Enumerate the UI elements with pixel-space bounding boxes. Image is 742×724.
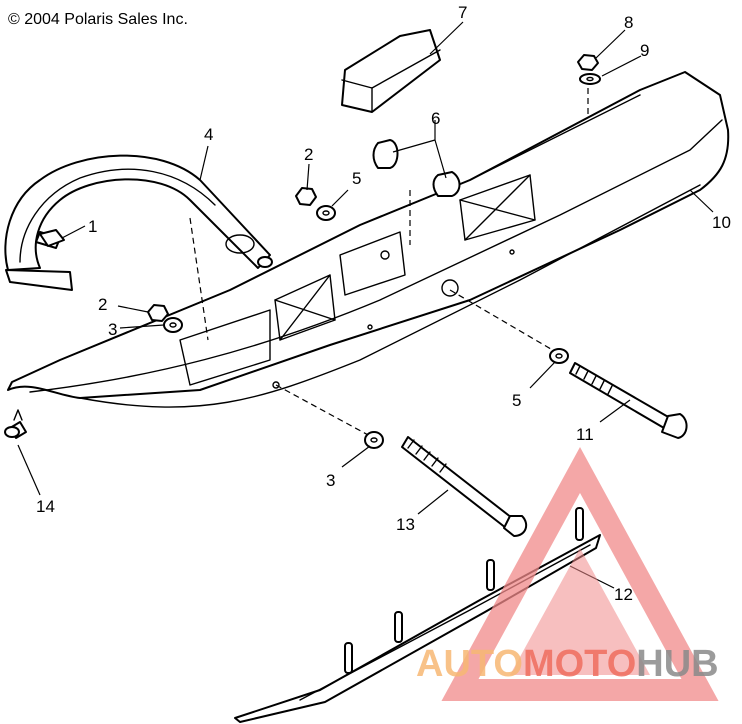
leader-6 xyxy=(392,120,447,179)
watermark-moto: MOTO xyxy=(523,643,636,685)
part-2-nut-upper xyxy=(295,187,317,206)
part-5-washer-right xyxy=(549,348,569,364)
leader-dash-5 xyxy=(449,289,557,353)
callout-14: 14 xyxy=(36,497,55,516)
callout-labels: 1 2 2 3 3 4 5 5 6 7 8 9 10 11 12 13 14 xyxy=(36,3,731,604)
leader-2b xyxy=(117,305,149,313)
callout-3b: 3 xyxy=(326,471,335,490)
leader-3a xyxy=(119,324,165,329)
callout-12: 12 xyxy=(614,585,633,604)
part-10-ski xyxy=(7,71,730,408)
leader-5b xyxy=(529,361,556,389)
leader-11 xyxy=(599,399,631,423)
leader-4 xyxy=(189,217,209,341)
callout-8: 8 xyxy=(624,13,633,32)
callout-5b: 5 xyxy=(512,391,521,410)
part-6-bushings xyxy=(372,139,461,197)
leader-2a xyxy=(306,163,310,191)
callout-5a: 5 xyxy=(352,169,361,188)
part-1-clip xyxy=(39,229,65,247)
part-2-nut-lower xyxy=(147,304,169,322)
watermark-text: AUTOMOTOHUB xyxy=(416,643,719,685)
part-3-washer-mid xyxy=(364,431,384,449)
leader-14 xyxy=(17,444,41,496)
copyright-text: © 2004 Polaris Sales Inc. xyxy=(8,11,188,28)
part-9-washer xyxy=(579,73,601,85)
callout-1: 1 xyxy=(88,217,97,236)
leader-10 xyxy=(689,189,714,213)
part-8-nut xyxy=(577,54,599,71)
callout-3a: 3 xyxy=(108,320,117,339)
part-13-bolt xyxy=(401,436,528,537)
watermark-hub: HUB xyxy=(636,643,718,685)
callout-13: 13 xyxy=(396,515,415,534)
leader-4-line xyxy=(199,145,209,181)
callout-11: 11 xyxy=(576,425,594,444)
callout-4: 4 xyxy=(204,125,213,144)
part-7-pad xyxy=(341,29,441,113)
callout-2b: 2 xyxy=(98,295,107,314)
leader-3b xyxy=(341,445,371,468)
leader-1 xyxy=(61,225,86,239)
leader-5a xyxy=(331,189,349,207)
leader-dash-3 xyxy=(275,384,371,437)
callout-2a: 2 xyxy=(304,145,313,164)
part-12-wear-bar xyxy=(234,507,601,723)
leader-9-line xyxy=(601,55,642,77)
watermark-logo: AUTOMOTOHUB xyxy=(416,447,719,701)
leader-7 xyxy=(429,21,464,55)
callout-6: 6 xyxy=(431,109,440,128)
part-4-handle xyxy=(4,154,273,291)
leader-8 xyxy=(595,29,626,59)
part-3-washer-lower xyxy=(163,317,183,333)
part-5-washer-upper xyxy=(316,205,336,221)
leader-13 xyxy=(417,489,449,515)
part-11-bolt xyxy=(569,362,688,439)
part-14-stud xyxy=(4,409,27,439)
callout-10: 10 xyxy=(712,213,731,232)
callout-7: 7 xyxy=(458,3,467,22)
watermark-auto: AUTO xyxy=(416,643,523,685)
callout-9: 9 xyxy=(640,41,649,60)
